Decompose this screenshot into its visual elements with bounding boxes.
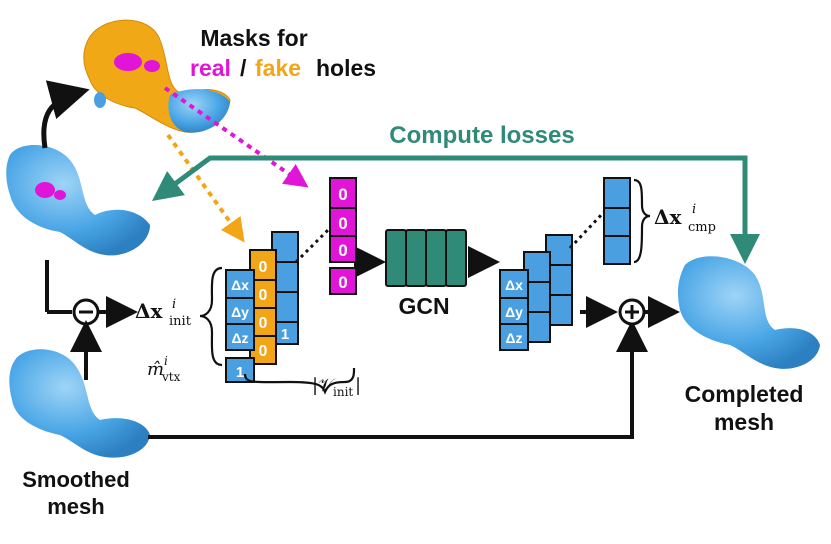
bottom-brace: [243, 367, 356, 395]
completed-label-2: mesh: [714, 409, 774, 435]
cell-magenta-0d: 0: [338, 273, 347, 292]
input-stack: [225, 226, 332, 383]
svg-text:i: i: [164, 354, 168, 368]
cell-magenta-0a: 0: [338, 185, 347, 204]
left-brace: [199, 266, 223, 367]
svg-text:init: init: [333, 385, 353, 399]
cell-orange-0d: 0: [259, 343, 268, 360]
masks-sep: /: [240, 55, 247, 81]
cell-orange-0a: 0: [259, 259, 268, 276]
real-mask-arrow: [163, 86, 309, 188]
fake-mask-arrow: [166, 133, 245, 243]
smoothed-label: Smoothed: [22, 467, 130, 492]
cell-dz: Δz: [231, 330, 248, 346]
masks-title: Masks for: [200, 25, 307, 51]
cell-orange-0b: 0: [259, 287, 268, 304]
svg-text:vtx: vtx: [161, 370, 181, 384]
real-hole-column: [329, 177, 357, 295]
v-init: |𝒱: [312, 375, 336, 396]
out-cell-dx: Δx: [505, 277, 523, 293]
masks-holes: holes: [316, 55, 376, 81]
cell-dx: Δx: [231, 277, 249, 293]
delta-x-cmp: Δx: [654, 205, 683, 229]
skip-connection: [148, 320, 648, 439]
cell-orange-0c: 0: [259, 315, 268, 332]
arrow-to-masks: [41, 80, 90, 149]
cell-magenta-0b: 0: [338, 214, 347, 233]
compute-losses-label: Compute losses: [389, 122, 574, 149]
out-cell-dz: Δz: [505, 330, 522, 346]
completed-label: Completed: [685, 381, 804, 407]
right-brace: [633, 178, 651, 264]
smoothed-mesh: [9, 349, 150, 458]
svg-text:init: init: [169, 314, 192, 329]
input-mesh: [6, 144, 150, 256]
cell-magenta-0c: 0: [338, 241, 347, 260]
cell-dy: Δy: [231, 304, 249, 320]
delta-x-init: Δx: [135, 299, 164, 323]
masks-real: real: [190, 55, 231, 81]
gcn-label: GCN: [398, 293, 449, 319]
m-vtx: m̂: [147, 359, 164, 380]
svg-text:cmp: cmp: [688, 220, 716, 235]
masks-fake: fake: [255, 55, 301, 81]
output-stack: [499, 177, 631, 351]
cell-one: 1: [236, 364, 244, 381]
smoothed-label-2: mesh: [47, 494, 104, 519]
svg-text:i: i: [172, 297, 176, 312]
svg-text:|: |: [355, 375, 361, 396]
out-cell-dy: Δy: [505, 304, 523, 320]
gcn-block: [385, 229, 467, 287]
svg-text:i: i: [692, 202, 696, 217]
cell-back-one: 1: [281, 326, 289, 343]
completed-mesh: [677, 256, 820, 369]
